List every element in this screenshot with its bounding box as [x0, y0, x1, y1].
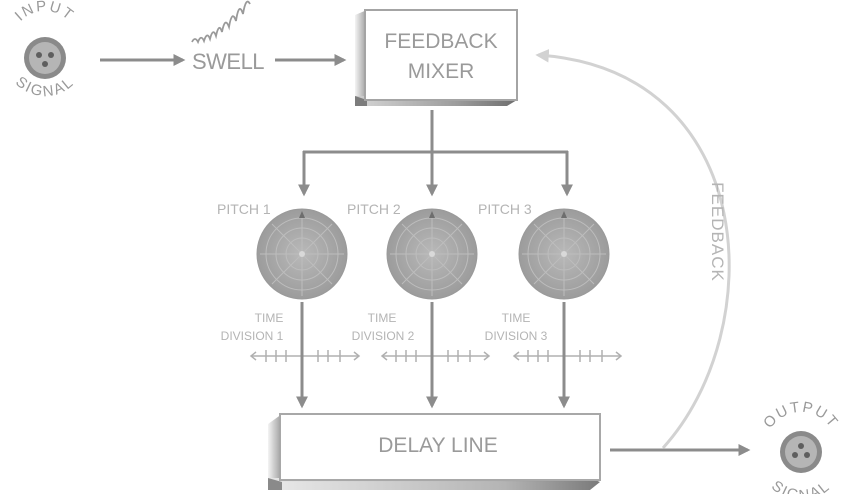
time-division-1-ruler: [249, 350, 361, 362]
pitch-label-2: PITCH 2: [347, 201, 401, 217]
xlr-output-connector-icon: [780, 431, 822, 473]
time-division-3-ruler: [512, 350, 623, 362]
output-signal-label: SIGNAL: [768, 477, 832, 494]
swell-label: SWELL: [192, 49, 264, 74]
pitch-channel-3: PITCH 3 TIME DIVISION 3: [478, 201, 623, 409]
xlr-input-connector-icon: [24, 37, 66, 79]
pitch-channel-1: PITCH 1 TIME DIVISION 1: [217, 201, 361, 409]
svg-text:INPUT: INPUT: [12, 0, 78, 24]
time-division-1-line1: TIME: [255, 311, 284, 325]
time-division-2-line1: TIME: [368, 311, 397, 325]
pitch-label-3: PITCH 3: [478, 201, 532, 217]
input-label: INPUT: [12, 0, 76, 24]
time-division-2-line2: DIVISION 2: [352, 329, 415, 343]
pitch-knob-1-icon: [256, 208, 348, 300]
time-division-1-line2: DIVISION 1: [221, 329, 284, 343]
pitch-knob-3-icon: [518, 208, 610, 300]
pitch-label-1: PITCH 1: [217, 201, 271, 217]
output-label: OUTPUT: [760, 399, 840, 432]
svg-text:SIGNAL: SIGNAL: [768, 477, 834, 494]
output-signal: OUTPUT SIGNAL: [760, 399, 841, 494]
swell-wave-icon: [191, 0, 251, 45]
time-division-2-ruler: [380, 350, 491, 362]
mixer-label-line2: MIXER: [408, 60, 475, 83]
time-division-3-line1: TIME: [502, 311, 531, 325]
pitch-knob-2-icon: [386, 208, 478, 300]
delay-line-box: DELAY LINE: [268, 413, 601, 490]
time-division-3-line2: DIVISION 3: [485, 329, 548, 343]
feedback-arrow: [535, 49, 731, 450]
splitter-arrows: [298, 110, 573, 197]
delay-line-label: DELAY LINE: [378, 434, 497, 457]
pitch-channel-2: PITCH 2 TIME DIVISION 2: [347, 201, 491, 409]
swell-block: SWELL: [191, 0, 265, 74]
svg-text:OUTPUT: OUTPUT: [760, 399, 841, 432]
mixer-label-line1: FEEDBACK: [384, 30, 497, 53]
input-signal: INPUT SIGNAL: [12, 0, 78, 100]
feedback-label: FEEDBACK: [708, 182, 727, 282]
feedback-mixer-box: FEEDBACK MIXER: [355, 9, 518, 106]
